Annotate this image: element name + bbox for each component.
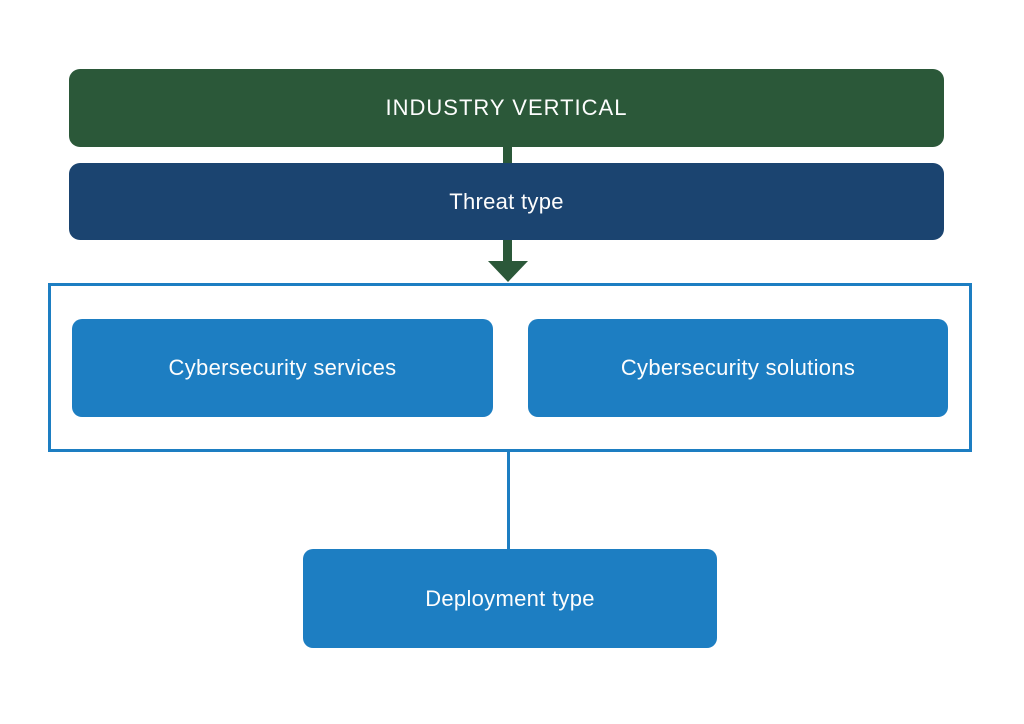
node-deployment-type-label: Deployment type — [425, 585, 595, 611]
node-cybersecurity-services-label: Cybersecurity services — [168, 355, 397, 380]
node-industry-vertical: INDUSTRY VERTICAL — [69, 69, 944, 147]
node-cybersecurity-solutions: Cybersecurity solutions — [528, 319, 948, 417]
node-deployment-type: Deployment type — [303, 549, 717, 648]
connector-line — [507, 452, 510, 549]
node-threat-type-label: Threat type — [449, 188, 564, 214]
node-threat-type: Threat type — [69, 163, 944, 240]
node-industry-vertical-label: INDUSTRY VERTICAL — [385, 95, 628, 120]
node-cybersecurity-services: Cybersecurity services — [72, 319, 493, 417]
node-cybersecurity-solutions-label: Cybersecurity solutions — [620, 355, 856, 380]
down-arrow-icon — [488, 261, 528, 282]
